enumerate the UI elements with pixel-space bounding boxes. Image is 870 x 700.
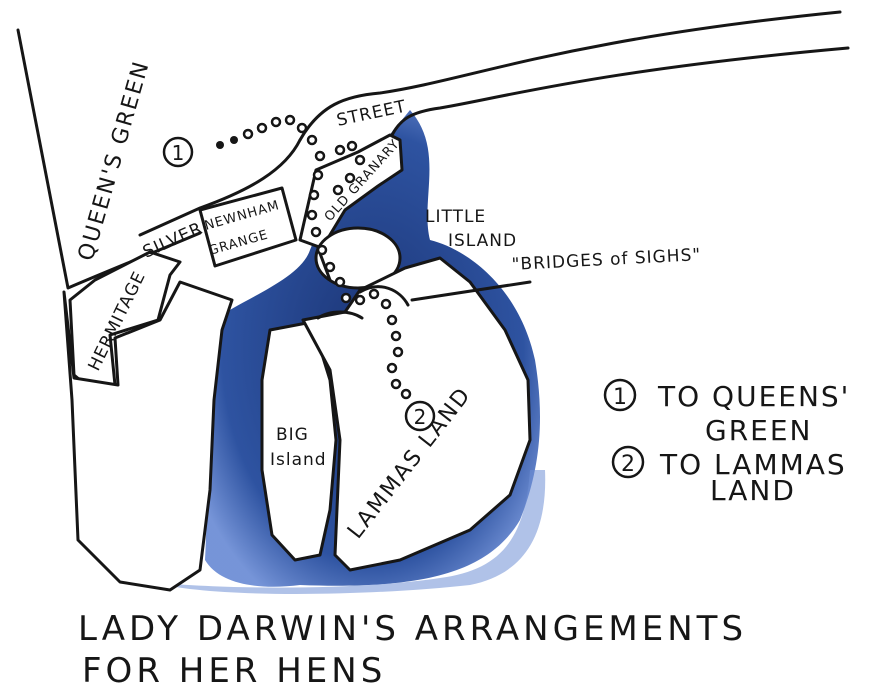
legend-item-2-line2: LAND [710,474,796,507]
caption-line-2: FOR HER HENS [82,651,386,691]
svg-text:1: 1 [172,141,185,165]
legend-item-1-line2: GREEN [705,414,812,447]
label-little: LITTLE [425,207,486,227]
caption-line-1: LADY DARWIN'S ARRANGEMENTS [78,609,747,649]
bridge-pointer-line [410,280,532,302]
legend-item-1: 1 TO QUEENS' GREEN [603,378,850,447]
silver-street-north-edge [298,10,842,142]
svg-text:2: 2 [621,452,635,477]
label-bridges-of-sighs: "BRIDGES of SIGHS" [511,245,701,275]
legend-item-2: 2 TO LAMMAS LAND [611,445,847,507]
legend-item-1-line1: TO QUEENS' [657,380,850,413]
label-big-island: Island [270,450,327,470]
little-island [314,226,402,290]
silver-street-south-edge [390,46,850,137]
label-big: BIG [276,425,309,445]
newnham-grange-block [198,186,298,268]
label-island: ISLAND [448,231,517,251]
route-2-dots [354,288,412,400]
marker-route-2: 2 [404,400,436,432]
bridge-of-sighs-2 [316,310,364,320]
hermitage-block [68,250,182,387]
legend-item-2-line1: TO LAMMAS [659,448,847,481]
svg-text:2: 2 [414,405,427,429]
bridge-of-sighs-1 [358,285,410,307]
west-bank-block [62,280,234,592]
legend: 1 TO QUEENS' GREEN 2 TO LAMMAS LAND [603,378,850,507]
svg-text:1: 1 [613,385,627,410]
marker-route-1: 1 [162,136,194,168]
route-1-dots [216,114,352,304]
old-granary-dots [332,140,366,196]
old-granary-block [298,133,404,250]
label-silver: SILVER [140,218,206,262]
street-bend [138,138,302,237]
